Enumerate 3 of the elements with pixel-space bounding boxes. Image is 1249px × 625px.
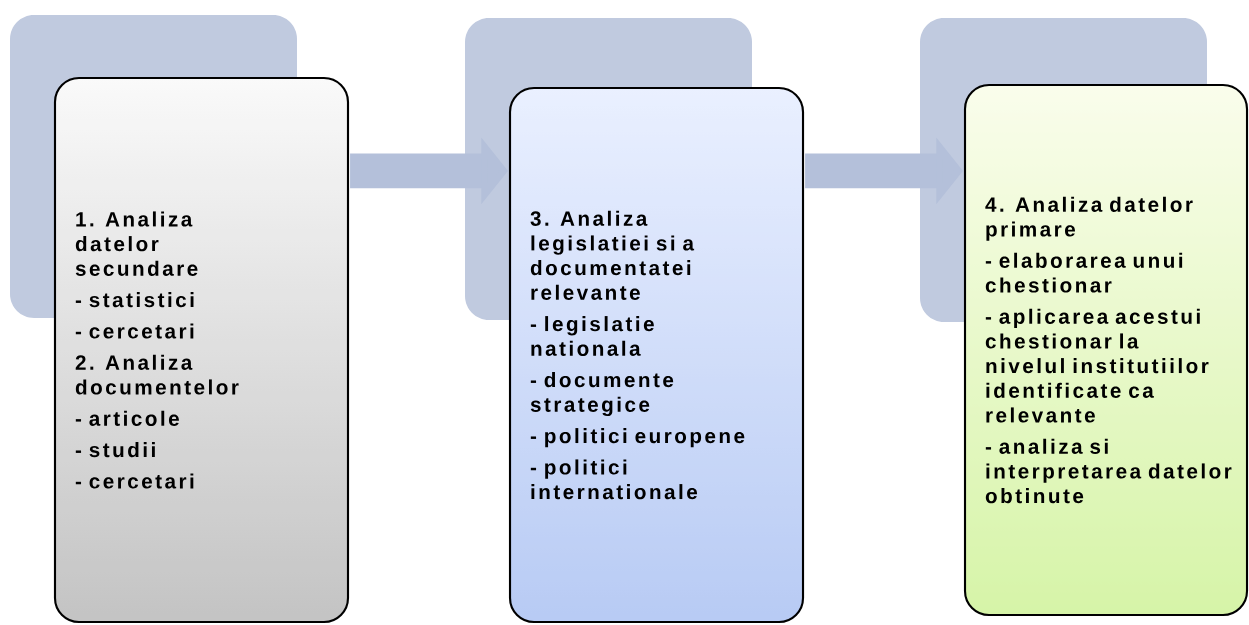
text-box: 1. Analiza datelor secundare - statistici - cercetari 2. Analiza documentelor - articole - studii - cercetari — [53, 76, 350, 624]
text-box: 4. Analiza datelor primare - elaborarea unui chestionar - aplicarea acestui chestionar la nivelul institutiilor identificate ca relevante - analiza si interpretarea datelor obtinute — [963, 83, 1249, 617]
text-box: 3. Analiza legislatiei si a documentatei relevante - legislatie nationala - documente strategice - politici europene - politici internationale — [508, 86, 805, 624]
